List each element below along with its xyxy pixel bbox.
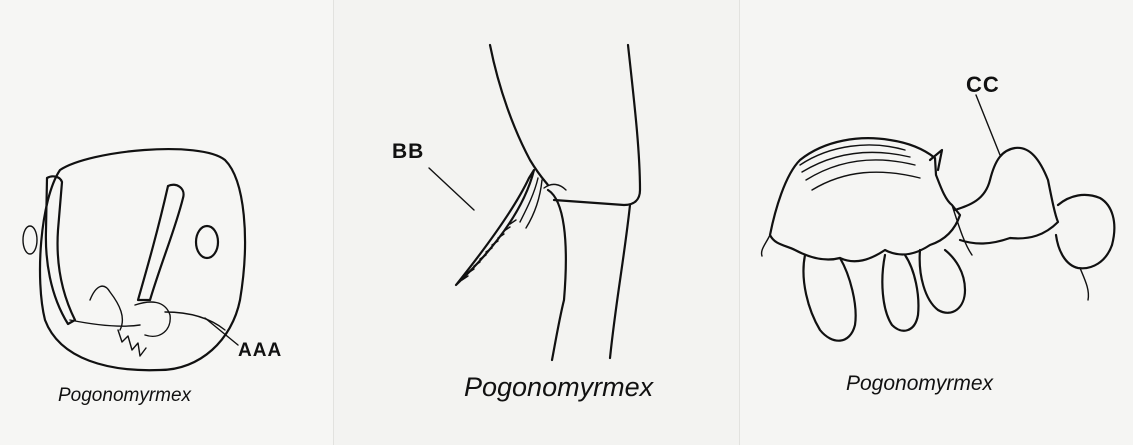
label-aaa: AAA [238, 340, 282, 362]
femur [490, 45, 640, 205]
petiole [955, 148, 1058, 244]
gaster-base [1080, 268, 1088, 300]
antenna-left [46, 176, 75, 324]
spur-comb [462, 220, 516, 280]
antenna-right [138, 185, 184, 300]
spur-inner [520, 178, 542, 228]
spur [456, 170, 534, 285]
caption-spur: Pogonomyrmex [464, 372, 653, 403]
postpetiole [1056, 195, 1114, 268]
pointer-bb [429, 168, 474, 210]
pointer-cc [976, 95, 1000, 155]
head-drawing [0, 0, 334, 445]
mesosoma [770, 138, 960, 261]
head-capsule [40, 149, 245, 370]
label-cc: CC [966, 72, 1000, 98]
eye-right [196, 226, 218, 258]
panel-mesosoma-view: CC Pogonomyrmex [740, 0, 1133, 445]
eye-left [23, 226, 37, 254]
psammophore-edge [118, 330, 146, 356]
clypeus [70, 286, 170, 336]
coxa-3 [920, 250, 965, 313]
panel-tibial-spur: BB Pogonomyrmex [334, 0, 740, 445]
coxa-2 [882, 255, 918, 331]
tibia [548, 190, 630, 360]
caption-body: Pogonomyrmex [846, 372, 993, 396]
caption-head: Pogonomyrmex [58, 385, 191, 407]
panel-head-view: AAA Pogonomyrmex [0, 0, 334, 445]
label-bb: BB [392, 140, 424, 164]
coxa-1 [803, 255, 855, 341]
rugae [800, 145, 920, 190]
